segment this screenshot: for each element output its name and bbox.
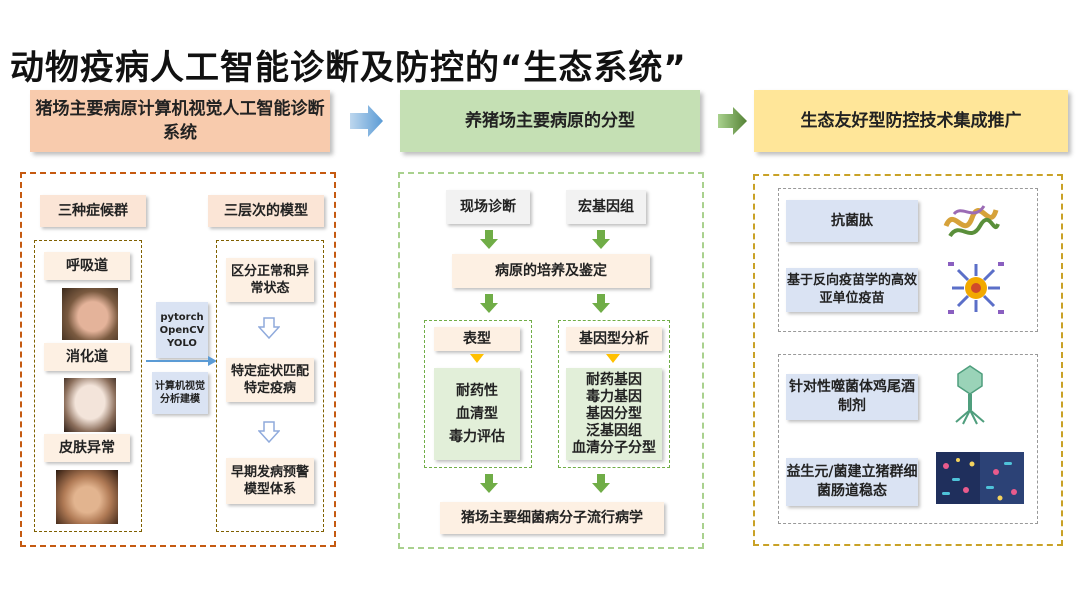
phenotype-item: 毒力评估 (449, 428, 505, 447)
cv-item: 计算机视觉 (155, 380, 205, 393)
phage-icon (950, 364, 990, 426)
pig-skin-image (56, 470, 118, 524)
model-early-warning: 早期发病预警模型体系 (226, 458, 314, 504)
antimicrobial-peptide: 抗菌肽 (786, 200, 918, 242)
metagenome: 宏基因组 (566, 190, 646, 224)
pig-respiratory-image (62, 288, 118, 340)
arrow-down-icon (480, 230, 498, 250)
tool-opencv: OpenCV (160, 324, 205, 337)
phenotype-item: 血清型 (449, 405, 505, 424)
symptom-skin: 皮肤异常 (44, 434, 130, 462)
genotype-item: 耐药基因 (572, 372, 656, 389)
field-diagnosis: 现场诊断 (446, 190, 530, 224)
genotype-list: 耐药基因 毒力基因 基因分型 泛基因组 血清分子分型 (566, 368, 662, 460)
arrow-down-icon (592, 294, 610, 314)
pig-digestive-image (64, 378, 116, 432)
phenotype-item: 耐药性 (449, 382, 505, 401)
symptoms-title: 三种症候群 (40, 195, 146, 227)
symptom-respiratory: 呼吸道 (44, 252, 130, 280)
genotype-title: 基因型分析 (566, 327, 662, 351)
arrow-down-icon (258, 317, 280, 339)
page-title: 动物疫病人工智能诊断及防控的“生态系统” (10, 40, 687, 89)
genotype-item: 毒力基因 (572, 389, 656, 406)
phenotype-title: 表型 (434, 327, 520, 351)
arrow-right-icon (718, 106, 748, 136)
genotype-item: 泛基因组 (572, 423, 656, 440)
model-normal-abnormal: 区分正常和异常状态 (226, 258, 314, 302)
tool-pytorch: pytorch (160, 311, 205, 324)
models-title: 三层次的模型 (208, 195, 324, 227)
arrow-down-icon (258, 421, 280, 443)
symptom-digestive: 消化道 (44, 343, 130, 371)
header-cv-diagnosis: 猪场主要病原计算机视觉人工智能诊断系统 (30, 90, 330, 152)
arrow-down-icon (480, 294, 498, 314)
vaccine-antibody-image (944, 258, 1008, 320)
model-symptom-match: 特定症状匹配特定疫病 (226, 358, 314, 402)
probiotic-illustration (936, 452, 1024, 504)
cv-modeling-box: 计算机视觉 分析建模 (152, 372, 208, 414)
arrow-down-icon (480, 474, 498, 494)
tools-box: pytorch OpenCV YOLO (156, 302, 208, 358)
protein-structure-image (940, 196, 1002, 248)
phage-cocktail: 针对性噬菌体鸡尾酒制剂 (786, 374, 918, 420)
subunit-vaccine: 基于反向疫苗学的高效亚单位疫苗 (786, 268, 918, 312)
header-pathogen-typing: 养猪场主要病原的分型 (400, 90, 700, 152)
genotype-item: 基因分型 (572, 406, 656, 423)
arrow-down-icon (470, 354, 484, 364)
molecular-epidemiology: 猪场主要细菌病分子流行病学 (440, 502, 664, 534)
phenotype-list: 耐药性 血清型 毒力评估 (434, 368, 520, 460)
header-eco-control: 生态友好型防控技术集成推广 (754, 90, 1068, 152)
probiotic-gut-homeostasis: 益生元/菌建立猪群细菌肠道稳态 (786, 458, 918, 506)
arrow-right-icon (146, 355, 218, 367)
culture-identification: 病原的培养及鉴定 (452, 254, 650, 288)
arrow-right-icon (350, 104, 384, 138)
arrow-down-icon (606, 354, 620, 364)
genotype-item: 血清分子分型 (572, 440, 656, 457)
cv-item: 分析建模 (155, 393, 205, 406)
arrow-down-icon (592, 230, 610, 250)
tool-yolo: YOLO (160, 337, 205, 350)
arrow-down-icon (592, 474, 610, 494)
